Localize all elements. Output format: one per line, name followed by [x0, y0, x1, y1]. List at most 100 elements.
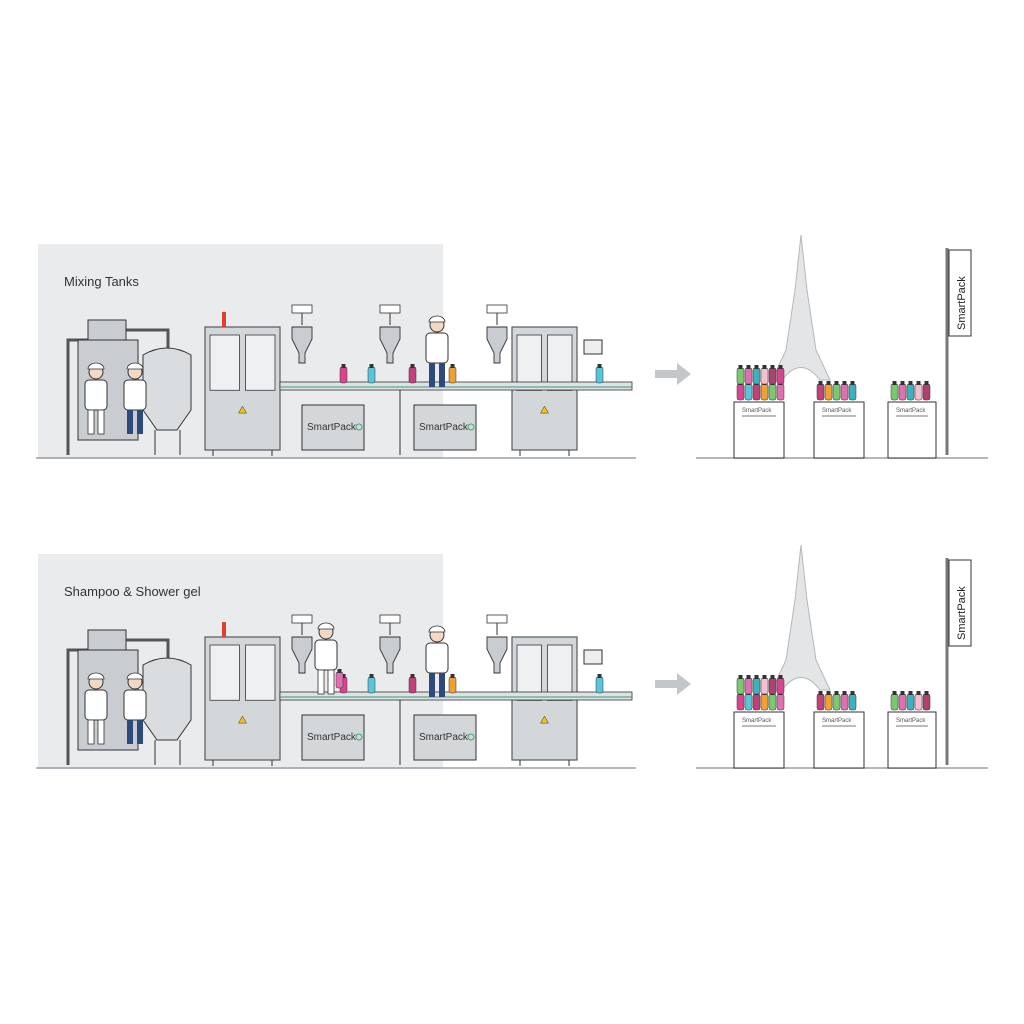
brand-logo-icon: [467, 423, 475, 431]
bottle-cap: [410, 364, 415, 368]
eiffel-tower-icon: [771, 544, 831, 691]
bottle-cap: [850, 691, 855, 695]
bottle-cap: [770, 365, 775, 369]
warning-icon: [540, 405, 549, 414]
bottle-cap: [892, 691, 897, 695]
display-bottle: [832, 693, 841, 711]
control-panel: [583, 649, 603, 665]
worker-coat: [84, 689, 108, 721]
display-bottle: [824, 693, 833, 711]
pipe: [118, 328, 170, 350]
bottle-cap: [746, 365, 751, 369]
display-bottle: [760, 693, 769, 711]
bottle-cap: [597, 674, 602, 678]
scene-title: Shampoo & Shower gel: [64, 584, 201, 599]
bottle-cap: [738, 365, 743, 369]
bottle-cap: [450, 674, 455, 678]
worker-leg: [137, 410, 143, 434]
warning-icon: [238, 405, 247, 414]
brand-logo-text: SmartPack: [307, 422, 357, 433]
brand-logo-icon: [467, 733, 475, 741]
control-panel: [583, 339, 603, 355]
display-bottle: [744, 367, 753, 385]
bottle-cap: [762, 675, 767, 679]
filler-hopper: [486, 636, 508, 674]
machine-window: [245, 334, 276, 391]
worker-leg: [97, 719, 105, 745]
display-bottle: [752, 383, 761, 401]
display-bottle: [914, 383, 923, 401]
worker-cap: [428, 315, 446, 323]
bottle: [367, 366, 376, 384]
hopper-label-sign: [291, 304, 313, 314]
conical-tank: [142, 347, 192, 431]
worker-leg: [429, 363, 435, 387]
worker-coat: [425, 332, 449, 364]
worker-leg: [127, 410, 133, 434]
display-bottle: [890, 693, 899, 711]
display-bottle: [760, 677, 769, 695]
display-bottle: [744, 693, 753, 711]
smartpack-machine-base: [301, 404, 365, 451]
display-bottle: [752, 693, 761, 711]
bottle-cap: [762, 365, 767, 369]
bottle: [408, 366, 417, 384]
worker-cap: [126, 672, 144, 680]
display-stand-label: SmartPack: [896, 408, 926, 414]
machine-window: [209, 644, 240, 701]
bottle-cap: [341, 364, 346, 368]
filler-hopper: [291, 636, 313, 674]
bottle-cap: [754, 675, 759, 679]
display-stand: [733, 401, 785, 459]
display-bottle: [776, 677, 785, 695]
display-bottle: [768, 383, 777, 401]
brand-logo-text: SmartPack: [419, 732, 469, 743]
bottle-cap: [754, 365, 759, 369]
worker-coat: [123, 379, 147, 411]
bottle-cap: [924, 691, 929, 695]
worker-cap: [428, 625, 446, 633]
display-bottle: [914, 693, 923, 711]
display-bottle: [906, 383, 915, 401]
bottle-cap: [834, 381, 839, 385]
display-bottle: [768, 693, 777, 711]
machine-window: [516, 334, 542, 391]
display-bottle: [906, 693, 915, 711]
brand-logo-icon: [355, 423, 363, 431]
filler-hopper: [379, 636, 401, 674]
brand-logo-text: SmartPack: [307, 732, 357, 743]
display-bottle: [890, 383, 899, 401]
bottle-cap: [850, 381, 855, 385]
display-stand: [887, 401, 937, 459]
bottle-cap: [916, 381, 921, 385]
display-bottle: [840, 693, 849, 711]
bottle: [335, 671, 344, 689]
display-stand-label: SmartPack: [822, 408, 852, 414]
display-bottle: [776, 367, 785, 385]
display-bottle: [736, 383, 745, 401]
bottle-cap: [908, 691, 913, 695]
signal-light: [222, 312, 226, 327]
display-stand: [733, 711, 785, 769]
bottle-cap: [900, 381, 905, 385]
machine-window: [547, 334, 573, 391]
display-bottle: [744, 383, 753, 401]
bottle-cap: [818, 381, 823, 385]
worker-leg: [97, 409, 105, 435]
mixer-motor: [87, 629, 127, 651]
bottle-cap: [746, 675, 751, 679]
display-bottle: [898, 383, 907, 401]
bottle-cap: [826, 691, 831, 695]
worker-leg: [137, 720, 143, 744]
bottle-cap: [410, 674, 415, 678]
display-bottle: [840, 383, 849, 401]
smartpack-machine-base: [413, 404, 477, 451]
display-bottle: [922, 383, 931, 401]
display-stand-label: SmartPack: [896, 718, 926, 724]
conical-tank: [142, 657, 192, 741]
brand-logo-icon: [355, 733, 363, 741]
bottle: [339, 366, 348, 384]
display-bottle: [744, 677, 753, 695]
